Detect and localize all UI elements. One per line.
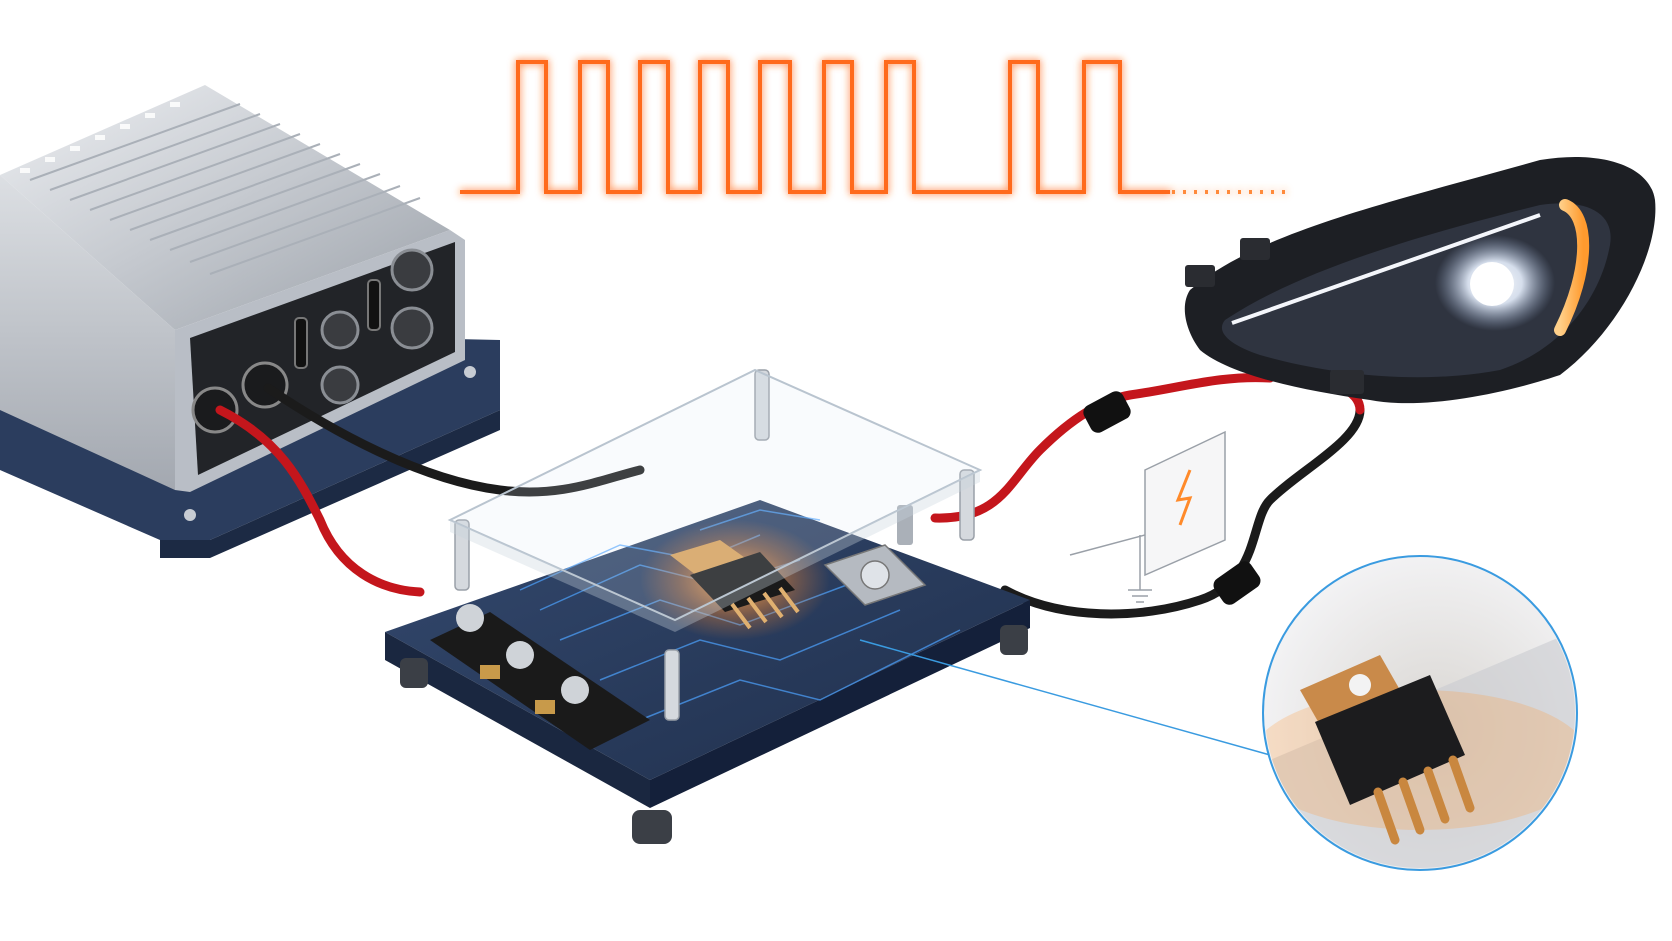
mosfet-chip	[640, 520, 830, 640]
headlamp	[1184, 156, 1656, 404]
schematic-symbol	[1069, 430, 1226, 603]
terminal-block	[430, 604, 650, 750]
magnifier-callout	[859, 555, 1578, 871]
pwm-waveform	[460, 60, 1290, 194]
power-supply	[0, 85, 500, 558]
test-board	[385, 368, 1030, 844]
bolt-terminal	[823, 505, 927, 606]
